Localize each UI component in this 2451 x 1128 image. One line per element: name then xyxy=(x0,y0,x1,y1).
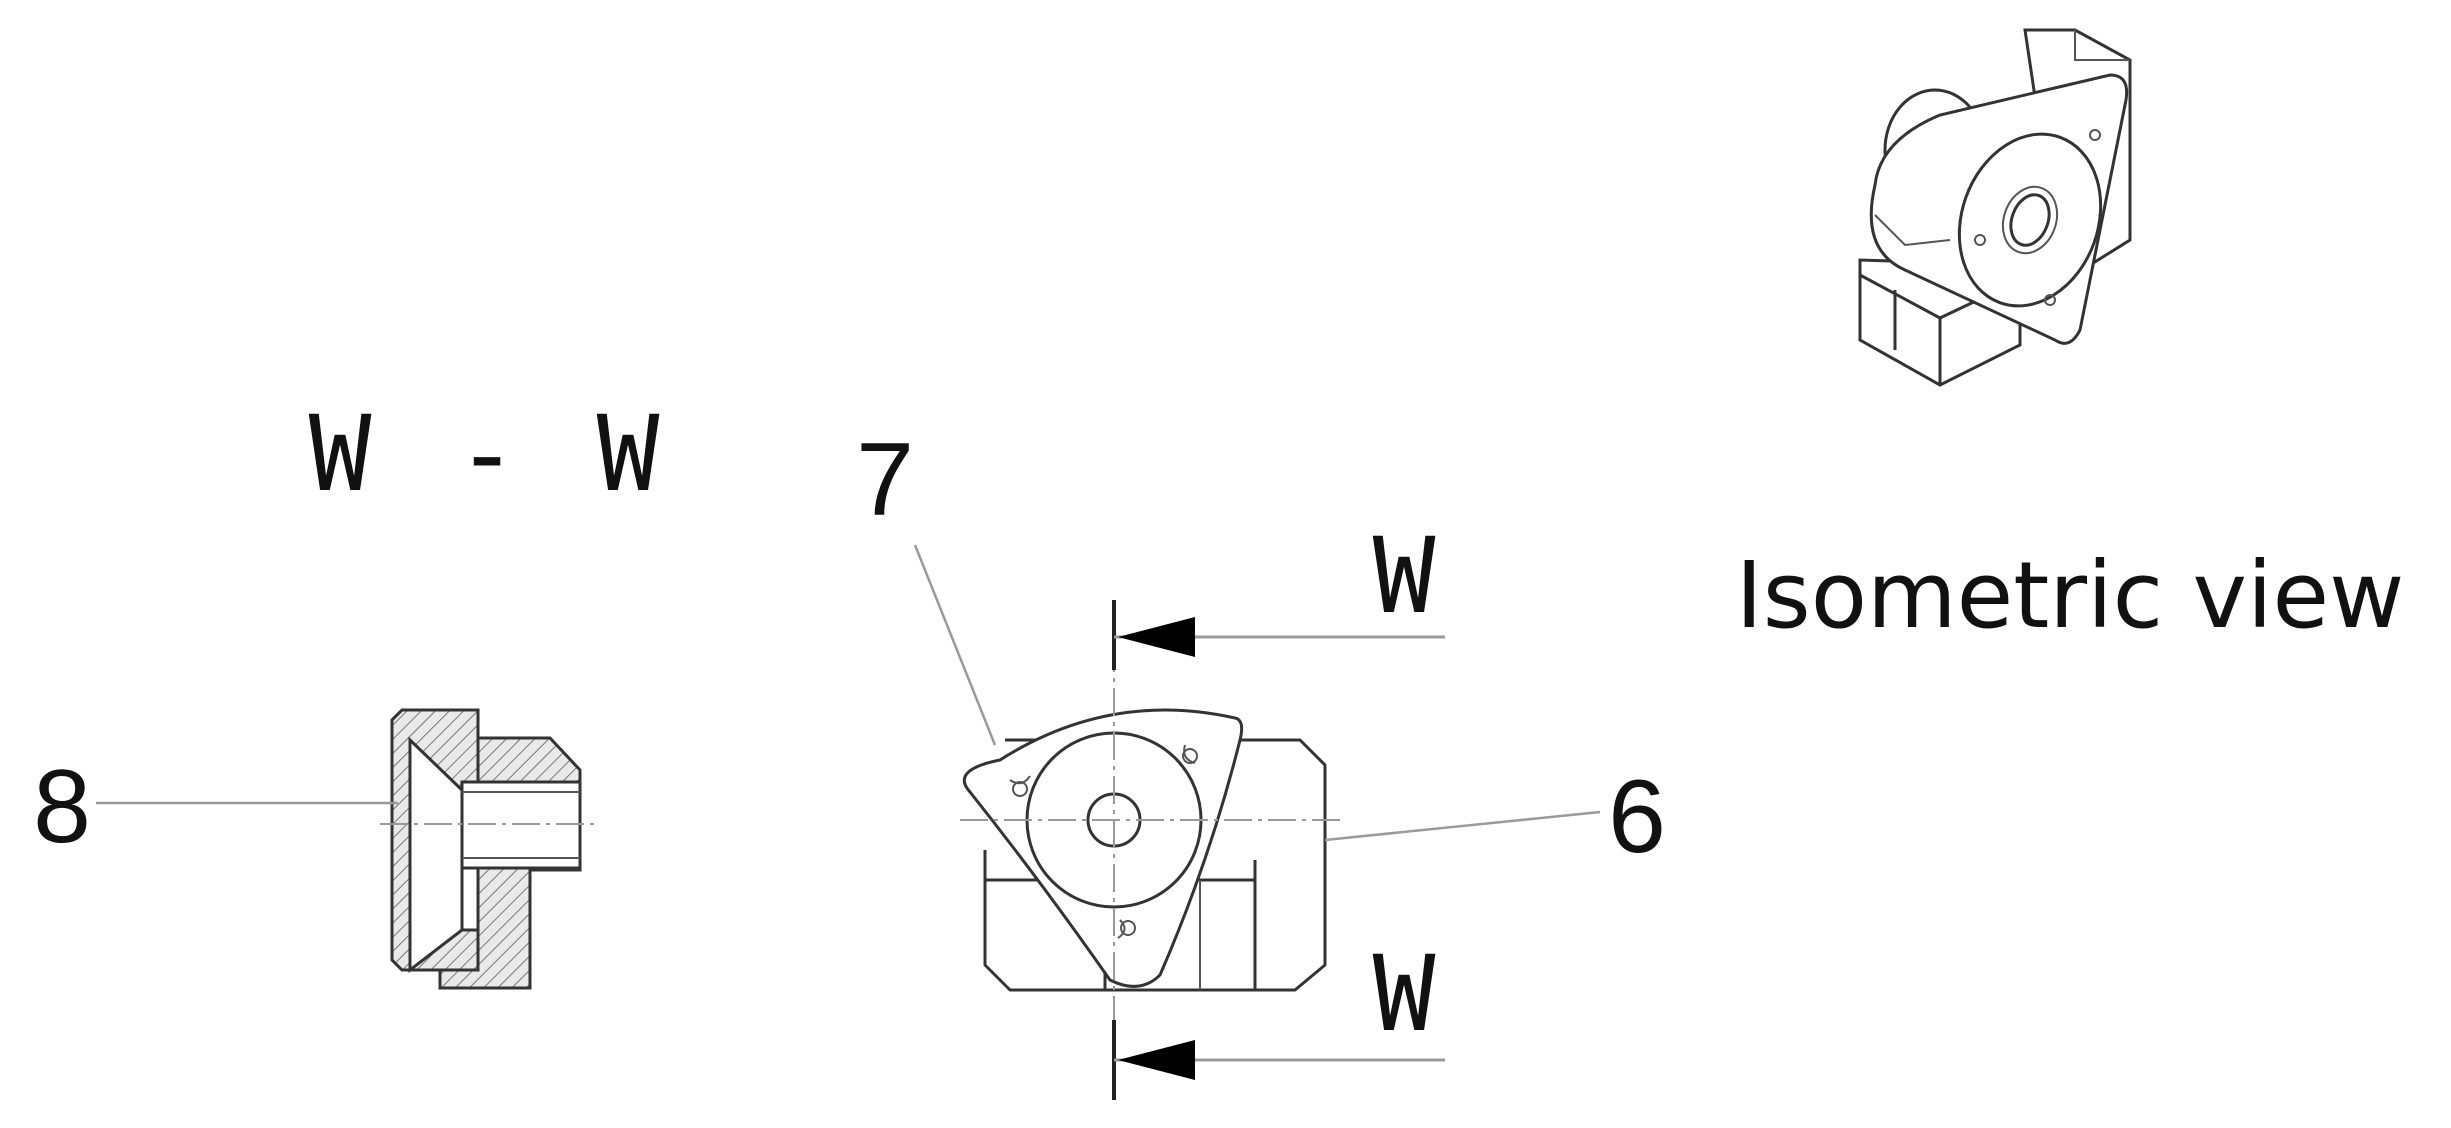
cut-marker-top: W xyxy=(1112,515,1445,670)
section-title: W - W xyxy=(309,393,660,515)
cut-arrow-bottom xyxy=(1118,1040,1195,1080)
section-title-right: W xyxy=(597,393,660,515)
front-view xyxy=(960,600,1340,1100)
callout-leader-body xyxy=(1324,810,1601,842)
cut-label-top: W xyxy=(1373,515,1436,637)
cut-marker-bottom: W xyxy=(1112,933,1445,1100)
callout-leader-insert xyxy=(913,544,997,746)
cut-label-bottom: W xyxy=(1373,933,1436,1055)
cut-arrow-top xyxy=(1118,617,1195,657)
callout-screw: 8 xyxy=(33,749,91,865)
callout-insert: 7 xyxy=(856,422,914,538)
section-title-left: W xyxy=(309,393,372,515)
section-view-screw xyxy=(380,708,600,990)
isometric-caption: Isometric view xyxy=(1736,542,2405,649)
section-title-dash: - xyxy=(456,393,519,515)
callout-body: 6 xyxy=(1608,759,1666,875)
isometric-view xyxy=(1858,28,2132,387)
